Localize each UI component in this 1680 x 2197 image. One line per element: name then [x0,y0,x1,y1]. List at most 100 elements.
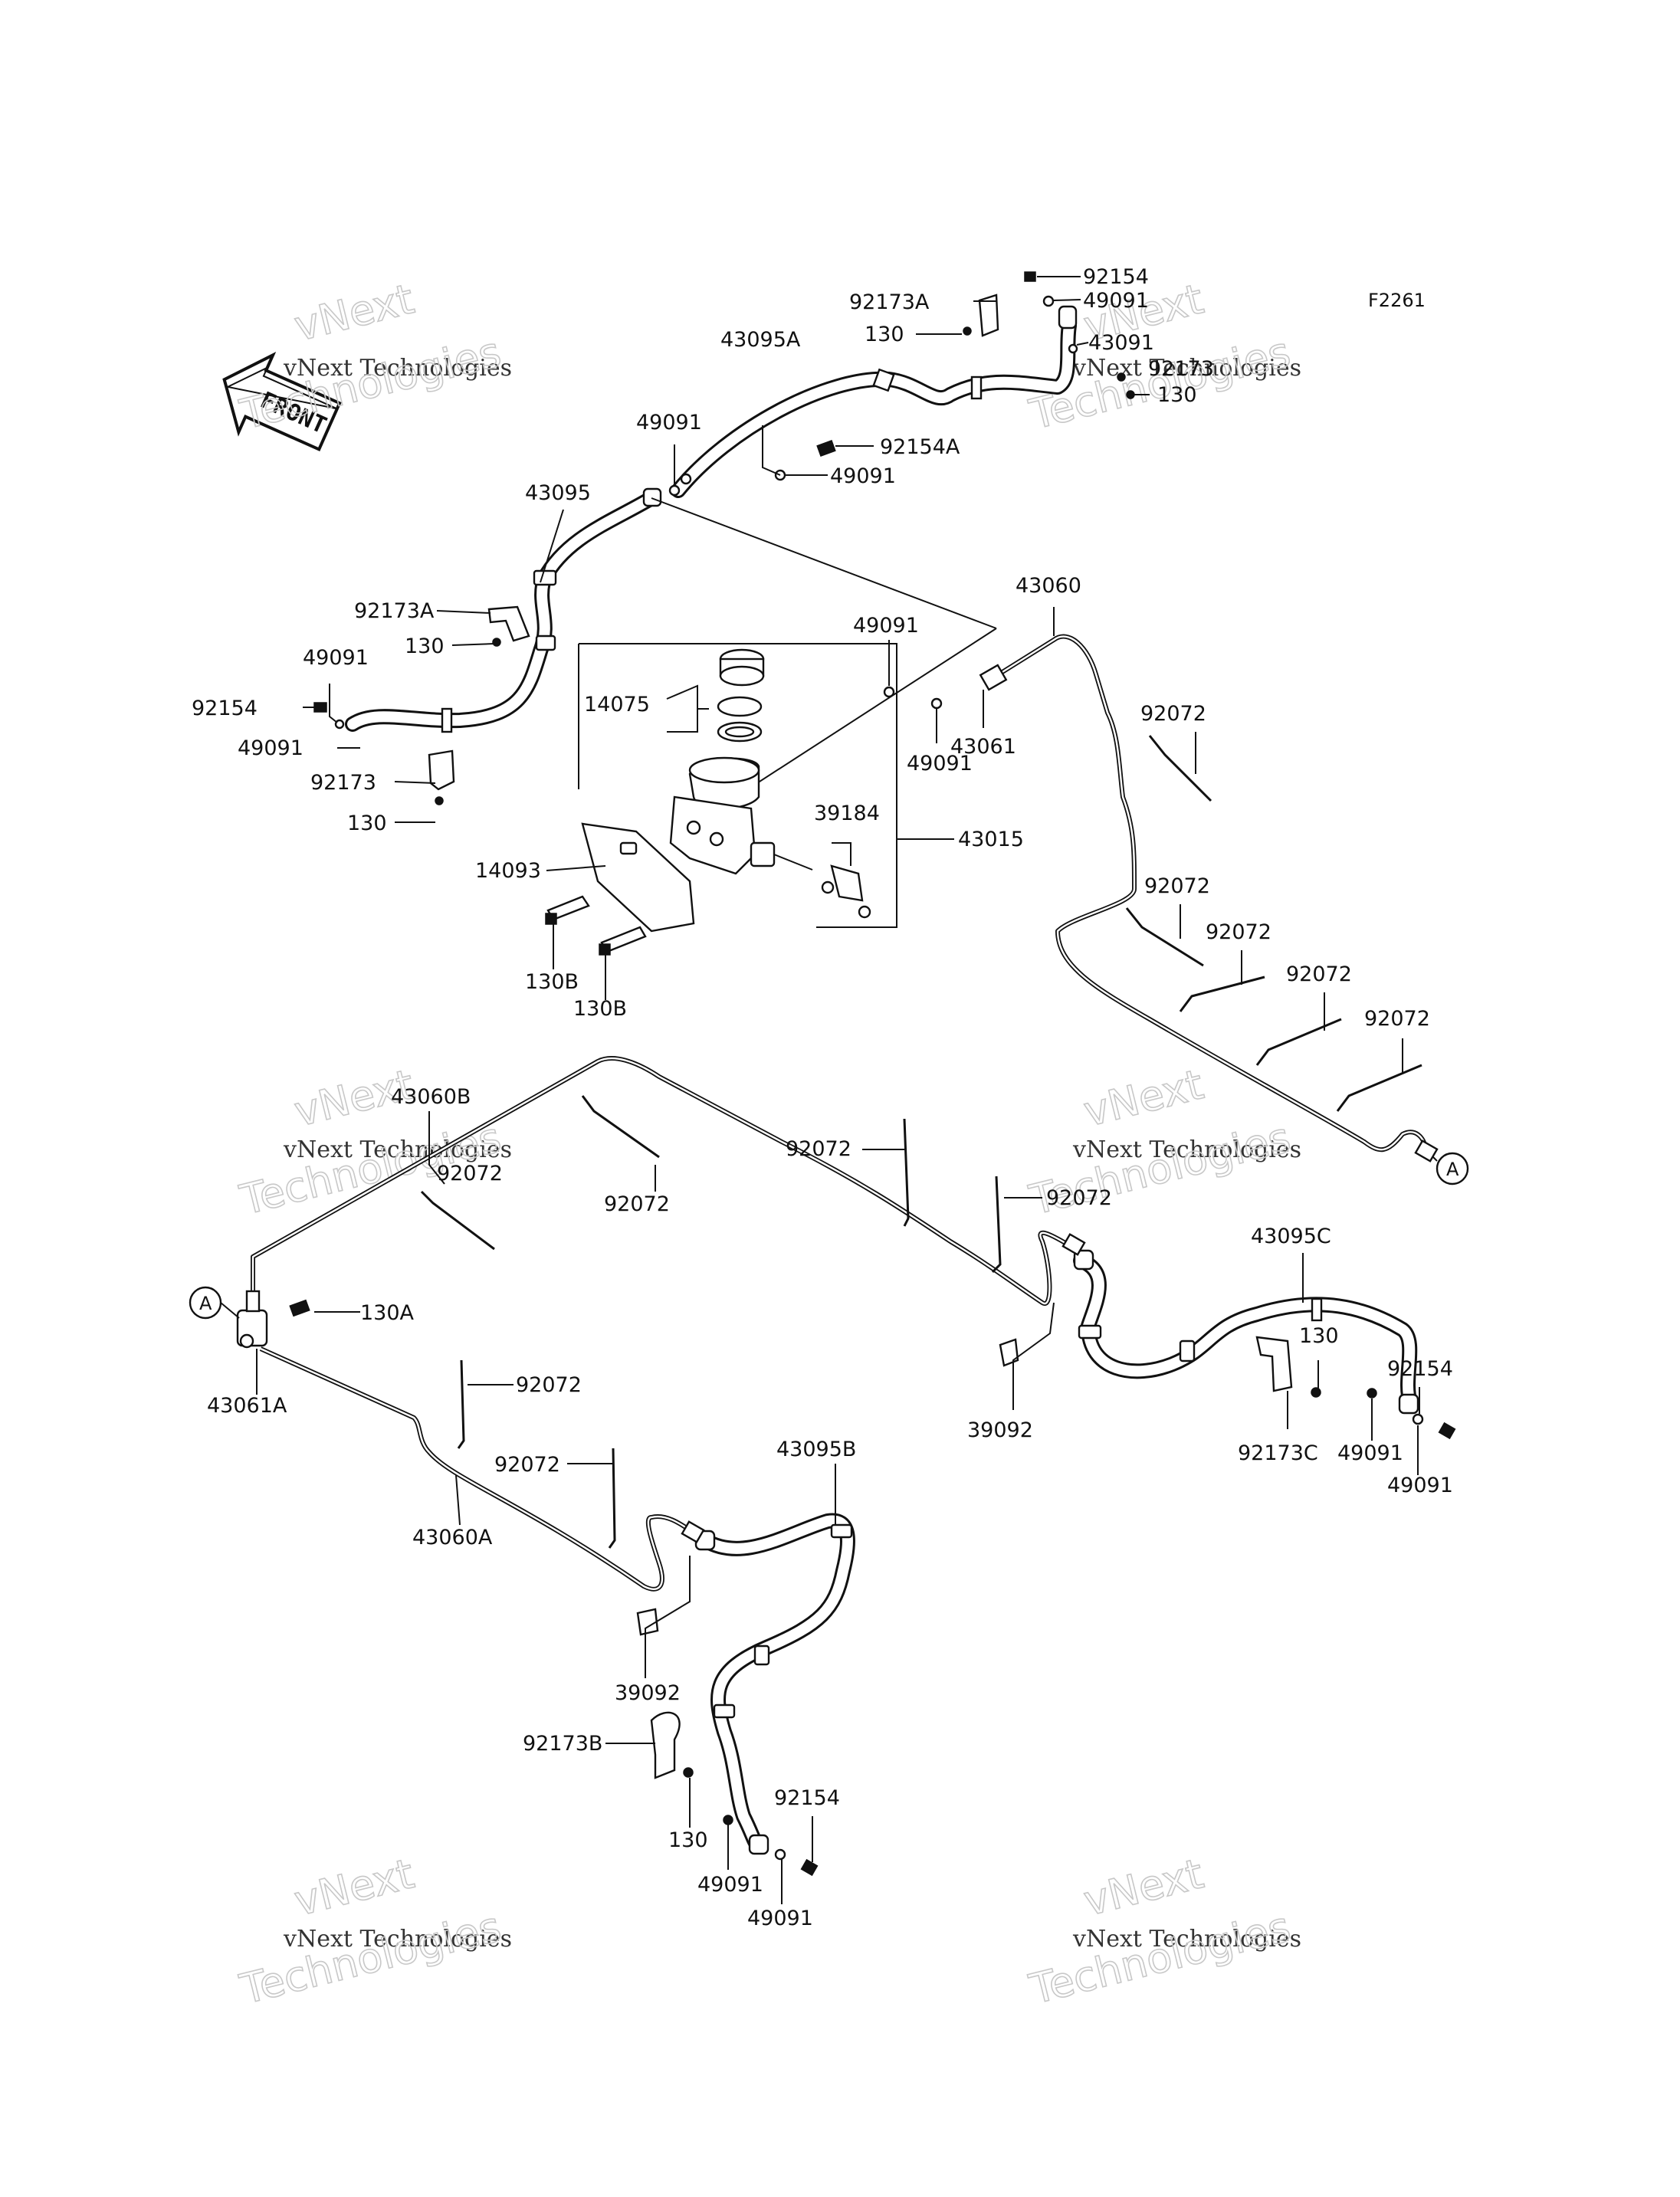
bracket-92173c[interactable] [1255,1336,1293,1392]
svg-text:vNext Technologies: vNext Technologies [1072,1926,1301,1953]
hose-43095c[interactable] [1073,1249,1419,1415]
label-92154: 92154 [1387,1357,1453,1381]
svg-text:vNext Technologies: vNext Technologies [283,355,512,382]
label-14075: 14075 [584,693,650,716]
front-arrow: FRONT [222,351,342,452]
clip-39092-lower[interactable] [636,1608,659,1636]
label-49091: 49091 [1387,1474,1453,1497]
fitting-43060b-end [1061,1233,1086,1256]
pipe-43060[interactable] [991,634,1428,1153]
bracket-92173a-top[interactable] [963,293,999,337]
label-92173: 92173 [1148,357,1214,381]
label-130a: 130A [360,1301,415,1325]
label-39184: 39184 [814,802,880,825]
label-49091: 49091 [853,614,919,638]
pipe-43060b[interactable] [251,1056,1071,1307]
label-43060: 43060 [1016,574,1081,598]
master-cylinder-43015[interactable] [578,497,997,928]
label-92154a: 92154A [880,435,960,459]
label-130: 130 [1299,1324,1339,1348]
label-92072: 92072 [786,1137,851,1161]
watermark-bottom-right: vNext vNext Technologies Technologies [1024,1849,1301,2015]
label-49091: 49091 [907,752,973,776]
svg-text:A: A [1446,1159,1459,1180]
diagram-code: F2261 [1368,290,1426,311]
label-49091: 49091 [747,1907,813,1930]
svg-text:vNext Technologies: vNext Technologies [1072,355,1301,382]
label-92072: 92072 [494,1453,560,1477]
label-43060b: 43060B [391,1085,471,1109]
label-43061: 43061 [950,735,1016,759]
label-92072: 92072 [604,1192,670,1216]
hose-43095b[interactable] [694,1513,855,1855]
label-130: 130 [668,1828,708,1852]
label-92154: 92154 [192,697,258,720]
label-43095c: 43095C [1251,1225,1331,1248]
label-92072: 92072 [1364,1007,1430,1031]
label-92072: 92072 [1286,962,1352,986]
svg-text:vNext: vNext [1079,1849,1208,1925]
svg-text:Technologies: Technologies [235,1903,506,2014]
label-92154: 92154 [774,1786,840,1810]
hardware-small-parts[interactable] [289,271,1456,1877]
label-49091: 49091 [1337,1441,1403,1465]
svg-text:vNext Technologies: vNext Technologies [283,1926,512,1953]
label-43095b: 43095B [776,1438,856,1461]
svg-text:Technologies: Technologies [235,328,506,439]
label-130: 130 [865,323,904,346]
label-43095: 43095 [525,481,591,505]
part-labels: 92154 49091 92173A 130 43091 92173 130 4… [192,265,1453,1930]
fitting-43061[interactable] [979,664,1008,691]
hose-43095[interactable] [345,487,662,733]
junction-43061a[interactable] [236,1290,268,1349]
connector-a-right: A [1432,1152,1469,1185]
label-49091: 49091 [303,646,369,670]
bracket-92173-left[interactable] [428,749,455,805]
label-130: 130 [405,635,445,658]
label-49091: 49091 [1083,289,1149,313]
bracket-92173b[interactable] [650,1711,681,1779]
leader-lines [256,276,1420,1904]
label-43015: 43015 [958,828,1024,851]
label-49091: 49091 [238,736,304,760]
label-130: 130 [347,812,387,835]
clip-39092-upper[interactable] [999,1338,1019,1367]
svg-text:vNext: vNext [290,1849,418,1925]
connector-a-left: A [189,1286,240,1320]
label-92072: 92072 [516,1373,582,1397]
svg-text:vNext Technologies: vNext Technologies [1072,1136,1301,1163]
label-43061a: 43061A [207,1394,287,1418]
label-92072: 92072 [437,1162,503,1185]
label-92072: 92072 [1140,702,1206,726]
label-49091: 49091 [830,464,896,488]
fitting-43060-end [1414,1139,1439,1162]
label-130b: 130B [573,997,627,1021]
label-130b: 130B [525,970,579,994]
guard-14093[interactable] [545,822,695,956]
label-39092: 39092 [967,1418,1033,1442]
label-49091: 49091 [697,1873,763,1897]
svg-text:A: A [199,1293,212,1314]
label-14093: 14093 [475,859,541,883]
svg-text:vNext: vNext [290,274,418,350]
pipe-43060a[interactable] [259,1346,695,1592]
cable-ties[interactable] [420,735,1422,1549]
label-130: 130 [1157,383,1197,407]
fitting-43060a-end [681,1520,705,1543]
hose-43095a[interactable] [671,305,1078,498]
label-39092: 39092 [615,1681,681,1705]
watermark-top-left: vNext vNext Technologies Technologies [235,274,512,440]
label-49091: 49091 [636,411,702,434]
svg-text:Technologies: Technologies [1025,1903,1295,2014]
label-92173a: 92173A [849,290,930,314]
label-92173c: 92173C [1238,1441,1318,1465]
label-92173: 92173 [310,771,376,795]
label-92173a: 92173A [354,599,435,623]
bracket-92173a-left[interactable] [487,605,530,647]
label-43091: 43091 [1088,331,1154,355]
label-92072: 92072 [1206,920,1271,944]
label-43095a: 43095A [720,328,801,352]
label-92173b: 92173B [523,1732,602,1756]
label-43060a: 43060A [412,1526,493,1549]
